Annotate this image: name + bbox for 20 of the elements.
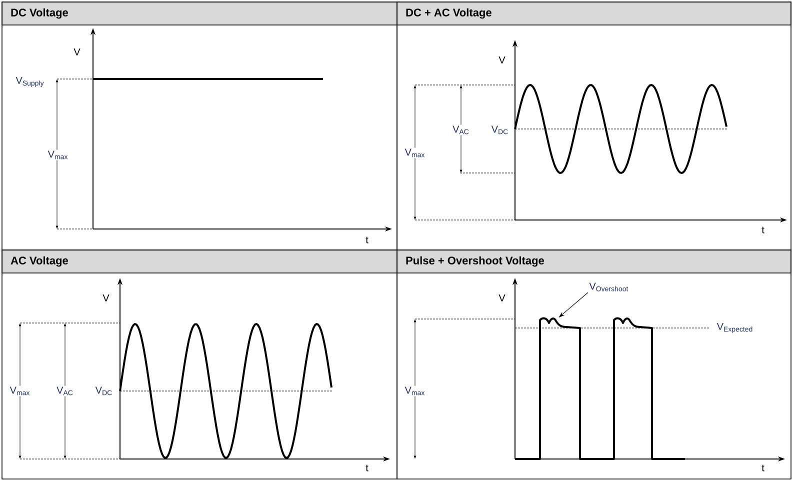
axis-label: V [72, 48, 82, 56]
voltage-label: V$_{max}$ [404, 386, 426, 396]
voltage-label: V$_{Expected}$ [716, 322, 754, 334]
waveform [515, 318, 685, 460]
axis-label: t [760, 226, 766, 234]
voltage-label: V$_{DC}$ [490, 124, 510, 136]
axis-label: V [498, 56, 506, 64]
voltage-label: V$_{max}$ [46, 150, 70, 160]
voltage-label: V$_{AC}$ [452, 124, 470, 136]
axis-label: V [102, 294, 110, 302]
axis-label: t [760, 464, 766, 472]
axis-label: V [498, 294, 506, 302]
axis-label: t [364, 464, 370, 472]
voltage-label: V$_{DC}$ [94, 386, 114, 396]
voltage-label: V$_{max}$ [404, 148, 426, 158]
voltage-label: V$_{AC}$ [56, 386, 74, 396]
voltage-label: $\text{V}_{\text{Overshoot}}$ [589, 282, 628, 292]
axis-label: t [364, 236, 370, 244]
voltage-label: V$_{Supply}$ [14, 76, 46, 88]
voltage-label: V$_{max}$ [8, 386, 32, 396]
